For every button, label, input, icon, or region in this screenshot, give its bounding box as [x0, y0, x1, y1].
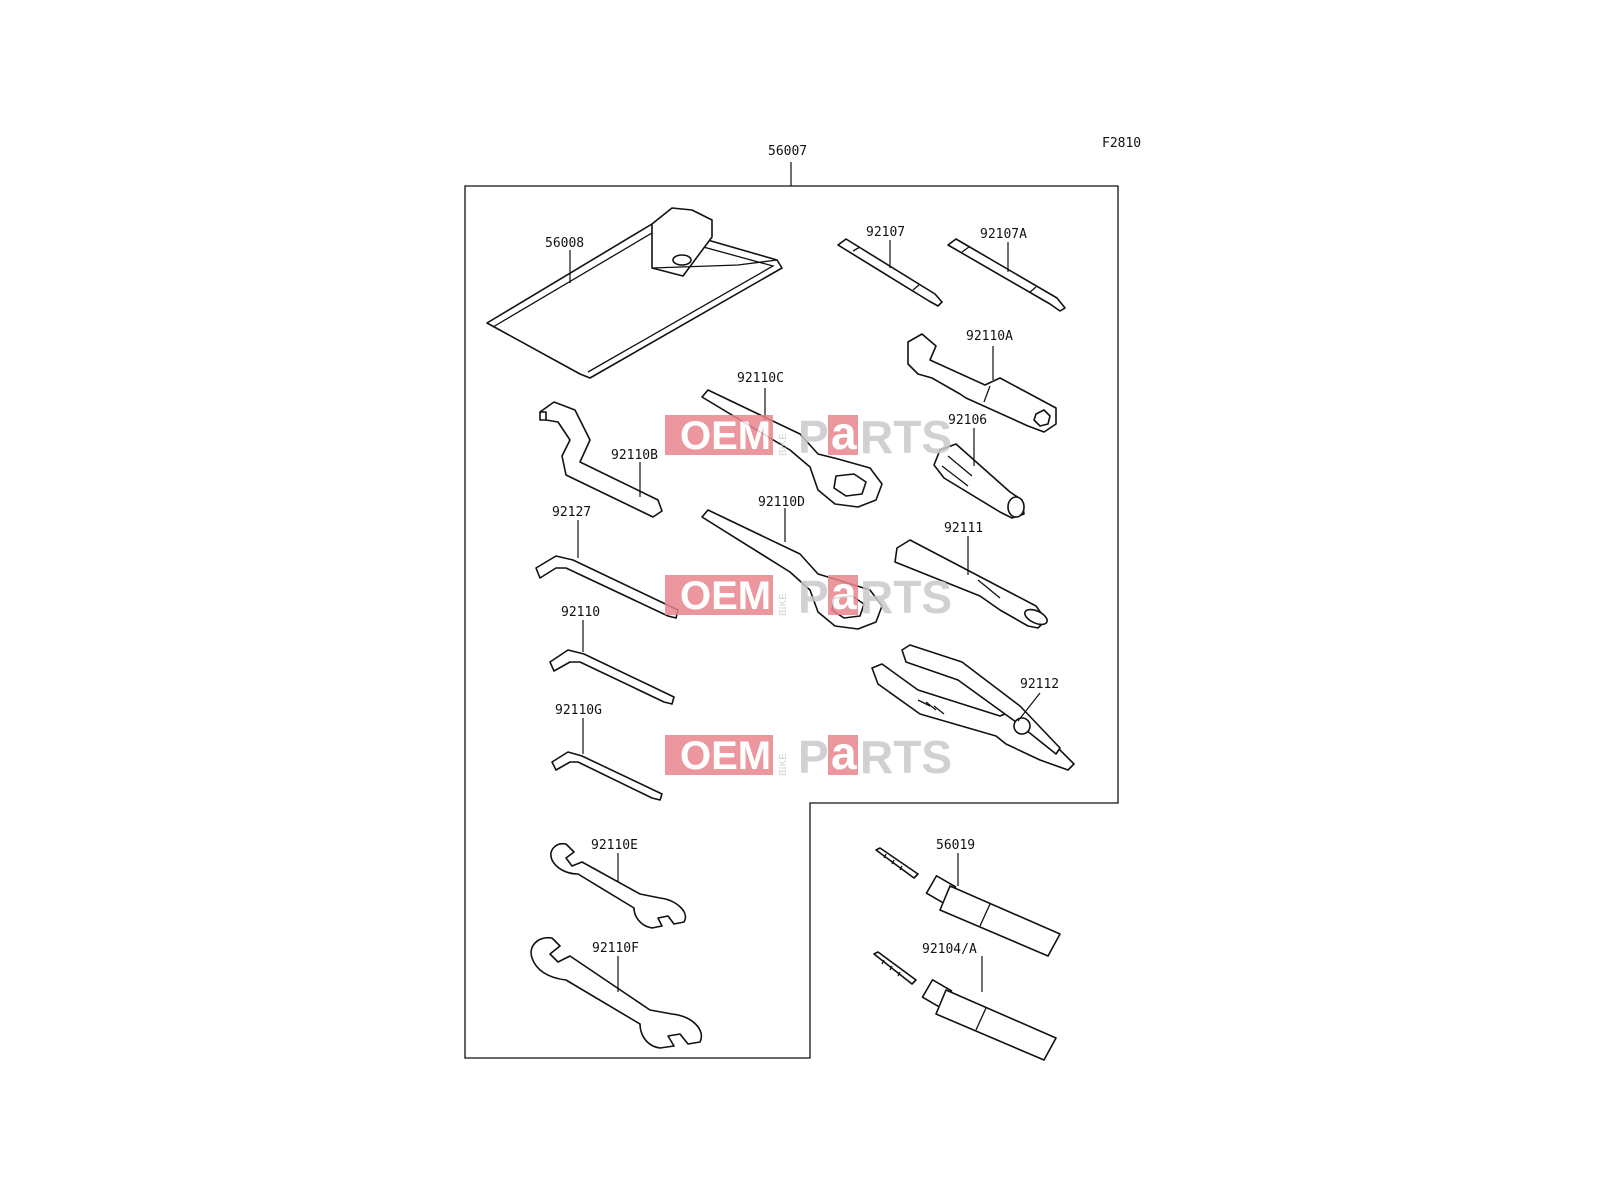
driver-bit-2-part[interactable] — [947, 238, 1066, 312]
open-wrench-f-label[interactable]: 92110F — [592, 941, 639, 956]
kit-label: 56007 — [768, 144, 807, 159]
watermark-oem-box — [665, 735, 773, 775]
watermark-rts-text: RTS — [860, 731, 952, 783]
watermark-oem-text: OEM — [680, 734, 771, 778]
watermark-a-box — [828, 415, 858, 455]
watermark-bike-text: BIKE — [778, 433, 789, 456]
socket-adapter-part[interactable] — [933, 443, 1025, 519]
handle-bar-part[interactable] — [894, 539, 1049, 629]
hook-wrench-part[interactable] — [539, 401, 663, 518]
pliers-part[interactable] — [871, 644, 1075, 771]
pliers-leader — [1017, 692, 1041, 722]
pouch-part[interactable] — [486, 207, 783, 379]
watermark-oem-text: OEM — [680, 574, 771, 618]
socket-adapter-label[interactable]: 92106 — [948, 413, 987, 428]
open-wrench-e-label[interactable]: 92110E — [591, 838, 638, 853]
open-wrench-f-part[interactable] — [530, 936, 703, 1049]
grease-tube-2-part[interactable] — [873, 951, 1057, 1061]
watermark-rts-text: RTS — [860, 411, 952, 463]
watermark-oem-box — [665, 575, 773, 615]
driver-bit-2-label[interactable]: 92107A — [980, 227, 1027, 242]
watermark-p-text: P — [798, 411, 829, 463]
watermark-rts-text: RTS — [860, 571, 952, 623]
figure-code: F2810 — [1102, 136, 1141, 151]
watermark-oem-box — [665, 415, 773, 455]
watermark-a-text: a — [831, 727, 857, 779]
watermark-2: OEM BIKE P a RTS — [665, 567, 952, 623]
grease-tube-2-label[interactable]: 92104/A — [922, 942, 977, 957]
watermark-p-text: P — [798, 731, 829, 783]
grease-tube-1-part[interactable] — [875, 847, 1061, 957]
grease-tube-1-label[interactable]: 56019 — [936, 838, 975, 853]
handle-bar-label[interactable]: 92111 — [944, 521, 983, 536]
box-wrench-a-label[interactable]: 92110A — [966, 329, 1013, 344]
watermark-bike-text: BIKE — [778, 753, 789, 776]
hex-key-3-label[interactable]: 92110G — [555, 703, 602, 718]
driver-bit-1-part[interactable] — [837, 238, 943, 307]
watermark-a-text: a — [831, 407, 857, 459]
hex-key-1-part[interactable] — [535, 555, 679, 619]
watermark-oem-text: OEM — [680, 414, 771, 458]
open-wrench-e-part[interactable] — [550, 842, 687, 929]
watermark-a-box — [828, 575, 858, 615]
box-wrench-a-part[interactable] — [907, 333, 1057, 433]
hex-key-2-part[interactable] — [549, 649, 675, 705]
watermark-p-text: P — [798, 571, 829, 623]
hex-key-2-label[interactable]: 92110 — [561, 605, 600, 620]
watermark-a-text: a — [831, 567, 857, 619]
hex-key-1-label[interactable]: 92127 — [552, 505, 591, 520]
wrench-d-label[interactable]: 92110D — [758, 495, 805, 510]
watermark-3: OEM BIKE P a RTS — [665, 727, 952, 783]
watermark-a-box — [828, 735, 858, 775]
pliers-label[interactable]: 92112 — [1020, 677, 1059, 692]
kit-frame — [464, 185, 1119, 1059]
pouch-label[interactable]: 56008 — [545, 236, 584, 251]
wrench-c-label[interactable]: 92110C — [737, 371, 784, 386]
watermark-bike-text: BIKE — [778, 593, 789, 616]
watermark-1: OEM BIKE P a RTS — [665, 407, 952, 463]
hook-wrench-label[interactable]: 92110B — [611, 448, 658, 463]
hex-key-3-part[interactable] — [551, 751, 663, 801]
driver-bit-1-label[interactable]: 92107 — [866, 225, 905, 240]
